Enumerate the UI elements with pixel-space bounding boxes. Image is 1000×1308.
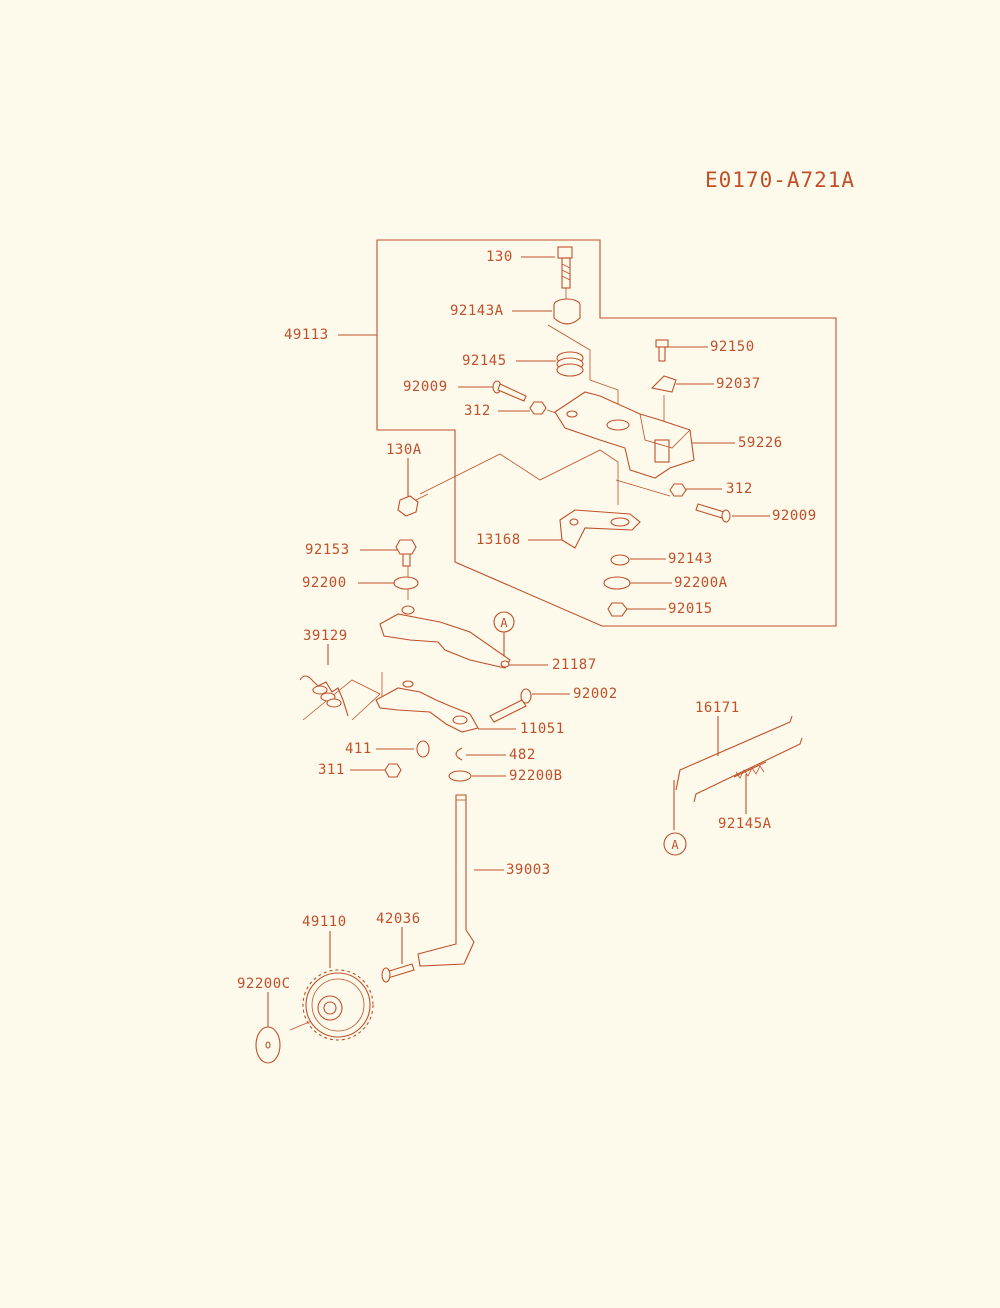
part-label-130A: 130A <box>386 442 422 458</box>
nut-92015 <box>607 602 628 617</box>
bolt-130A <box>397 493 429 517</box>
washer-92200A <box>603 576 631 590</box>
part-label-21187: 21187 <box>552 657 597 673</box>
part-label-92150: 92150 <box>710 339 755 355</box>
pin-42036 <box>381 963 415 983</box>
part-label-92037: 92037 <box>716 376 761 392</box>
assembly-outline-49113 <box>376 239 837 627</box>
part-label-16171: 16171 <box>695 700 740 716</box>
part-label-130: 130 <box>486 249 513 265</box>
collar-92143A <box>553 298 581 325</box>
nut-311 <box>384 763 402 778</box>
diagram-title: E0170-A721A <box>705 168 856 192</box>
callout-a-lower-text: A <box>671 838 679 852</box>
clip-482 <box>455 747 463 761</box>
part-label-59226: 59226 <box>738 435 783 451</box>
part-label-312-upper: 312 <box>464 403 491 419</box>
gear-49110 <box>302 969 374 1041</box>
part-label-13168: 13168 <box>476 532 521 548</box>
part-label-92145A: 92145A <box>718 816 772 832</box>
spring-39129 <box>299 675 349 717</box>
part-label-92145: 92145 <box>462 353 507 369</box>
callout-a-upper: A <box>493 611 515 633</box>
washer-411 <box>416 740 430 758</box>
bolt-92153 <box>395 539 417 567</box>
part-label-49113: 49113 <box>284 327 329 343</box>
part-label-311: 311 <box>318 762 345 778</box>
screw-92150 <box>655 339 669 362</box>
part-label-92200B: 92200B <box>509 768 563 784</box>
part-label-11051: 11051 <box>520 721 565 737</box>
part-label-482: 482 <box>509 747 536 763</box>
bolt-92009-lower <box>695 503 731 523</box>
part-label-92153: 92153 <box>305 542 350 558</box>
washer-92143 <box>610 554 630 566</box>
nut-312-lower <box>669 483 687 497</box>
part-label-39129: 39129 <box>303 628 348 644</box>
callout-a-upper-text: A <box>500 616 508 630</box>
shaft-39003 <box>417 794 475 967</box>
part-label-42036: 42036 <box>376 911 421 927</box>
part-label-39003: 39003 <box>506 862 551 878</box>
bolt-92009-upper <box>492 380 527 402</box>
plate-13168 <box>559 509 641 549</box>
washer-92200B <box>448 770 472 782</box>
rod-16171 <box>675 715 803 803</box>
nut-312-upper <box>529 401 547 415</box>
part-label-92200C: 92200C <box>237 976 291 992</box>
part-label-92009-lower: 92009 <box>772 508 817 524</box>
washer-92200 <box>393 576 419 590</box>
bolt-92002 <box>489 688 532 723</box>
bracket-59226 <box>554 391 695 479</box>
washer-92200C <box>255 1026 281 1064</box>
lever-21187 <box>379 605 511 669</box>
part-label-49110: 49110 <box>302 914 347 930</box>
part-label-312-lower: 312 <box>726 481 753 497</box>
part-label-92009-upper: 92009 <box>403 379 448 395</box>
callout-a-lower: A <box>663 832 687 856</box>
part-label-92015: 92015 <box>668 601 713 617</box>
part-label-92200: 92200 <box>302 575 347 591</box>
part-label-92002: 92002 <box>573 686 618 702</box>
bolt-130 <box>557 246 573 289</box>
part-label-92200A: 92200A <box>674 575 728 591</box>
part-label-92143A: 92143A <box>450 303 504 319</box>
part-label-411: 411 <box>345 741 372 757</box>
clip-92037 <box>650 375 677 393</box>
spring-92145 <box>556 351 584 377</box>
arm-11051 <box>375 680 479 733</box>
part-label-92143: 92143 <box>668 551 713 567</box>
